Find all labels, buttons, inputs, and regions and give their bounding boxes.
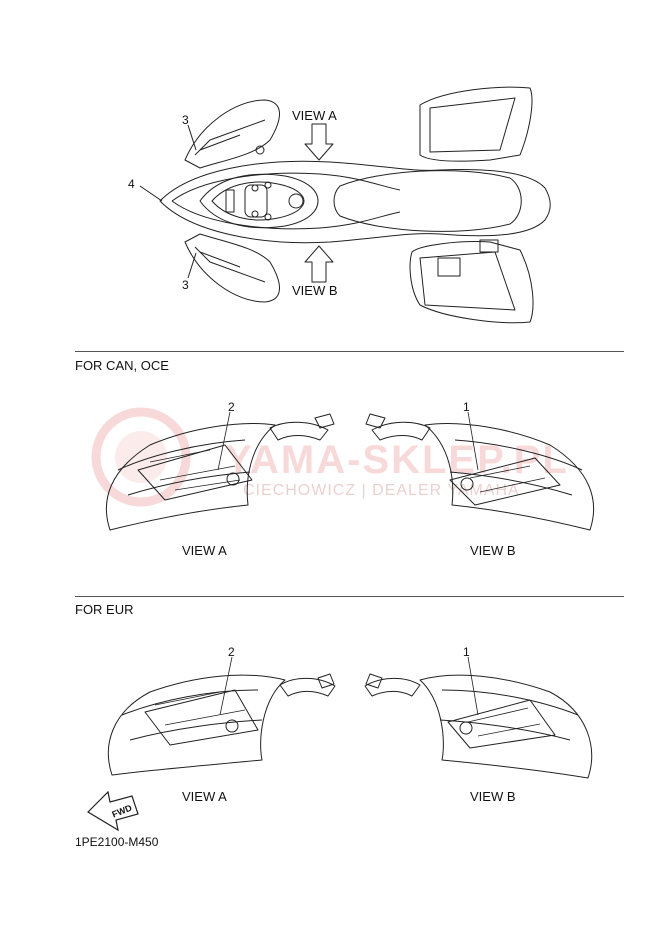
watermark-subtitle: CIECHOWICZ | DEALER YAMAHA: [243, 482, 520, 499]
top-view-a-label: VIEW A: [292, 108, 337, 123]
callout-1-eur: 1: [463, 645, 470, 659]
section-divider: [75, 351, 624, 352]
view-a-label-can-oce: VIEW A: [182, 543, 227, 558]
view-b-label-can-oce: VIEW B: [470, 543, 516, 558]
callout-2-eur: 2: [228, 645, 235, 659]
callout-1-can-oce: 1: [463, 400, 470, 414]
view-b-label-eur: VIEW B: [470, 789, 516, 804]
callout-3-lower: 3: [182, 278, 189, 292]
callout-2-can-oce: 2: [228, 400, 235, 414]
part-code: 1PE2100-M450: [75, 835, 159, 849]
callout-3-upper: 3: [182, 113, 189, 127]
watermark-title: YAMA-SKLEP.PL: [225, 438, 569, 482]
section-heading-eur: FOR EUR: [75, 602, 134, 617]
callout-4: 4: [128, 177, 135, 191]
top-view-b-label: VIEW B: [292, 283, 338, 298]
section-divider: [75, 596, 624, 597]
view-a-label-eur: VIEW A: [182, 789, 227, 804]
section-heading-can-oce: FOR CAN, OCE: [75, 358, 169, 373]
